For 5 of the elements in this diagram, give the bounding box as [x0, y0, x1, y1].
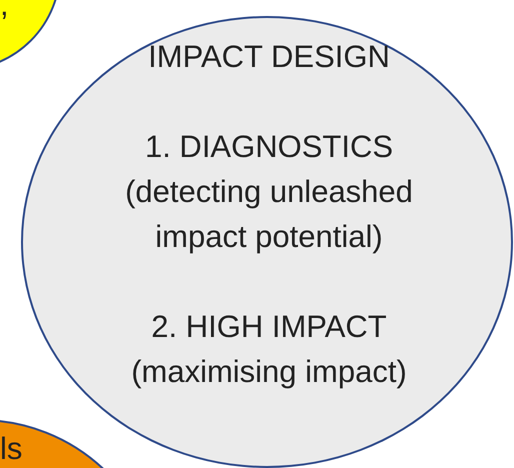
node-text: 2. HIGH IMPACT (maximising impact) [130, 308, 408, 391]
node-heading: IMPACT DESIGN [147, 38, 391, 76]
text-fragment: ls [0, 430, 24, 468]
node-text: 1. DIAGNOSTICS (detecting unleashed impact potential) [124, 128, 414, 256]
text-fragment: , [0, 0, 10, 24]
